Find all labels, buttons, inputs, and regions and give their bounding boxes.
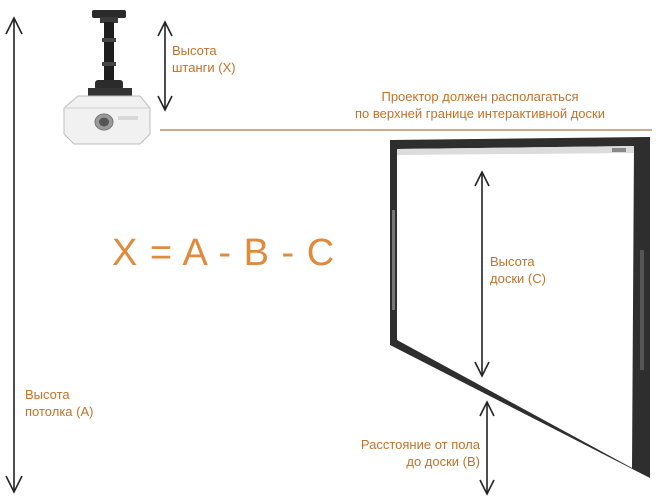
floor-distance-label-line-2: до доски (B)	[406, 454, 480, 469]
interactive-board	[390, 137, 650, 478]
board-height-label: Высота доски (С)	[490, 253, 546, 287]
projector-note-line-1: Проектор должен располагаться	[381, 89, 579, 104]
projector-note: Проектор должен располагаться по верхней…	[300, 88, 660, 122]
rod-height-label-line-2: штанги (X)	[172, 60, 236, 75]
projector-note-line-2: по верхней границе интерактивной доски	[355, 106, 605, 121]
rod-height-arrow	[157, 20, 173, 112]
ceiling-height-label-line-2: потолка (А)	[25, 404, 94, 419]
board-height-arrow	[474, 170, 490, 378]
rod-height-label-line-1: Высота	[172, 43, 217, 58]
ceiling-height-label: Высота потолка (А)	[25, 386, 93, 420]
formula: X = A - B - C	[112, 232, 336, 274]
rod-height-label: Высота штанги (X)	[172, 42, 236, 76]
projector-icon	[63, 10, 151, 145]
board-height-label-line-1: Высота	[490, 254, 535, 269]
board-height-label-line-2: доски (С)	[490, 271, 546, 286]
ceiling-height-arrow	[5, 16, 23, 494]
floor-distance-label: Расстояние от пола до доски (B)	[315, 436, 480, 470]
floor-distance-label-line-1: Расстояние от пола	[360, 437, 480, 452]
board-side-controls	[392, 210, 644, 370]
floor-distance-arrow	[479, 400, 495, 496]
ceiling-height-label-line-1: Высота	[25, 387, 70, 402]
